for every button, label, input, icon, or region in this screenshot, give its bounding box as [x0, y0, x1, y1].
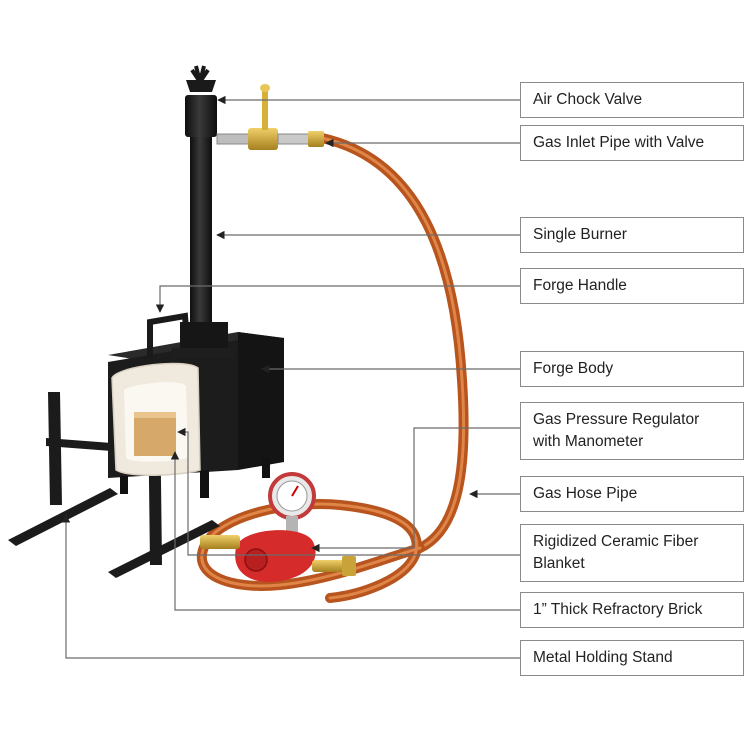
label-air-chock-valve: Air Chock Valve [520, 82, 744, 118]
gas-inlet-valve [216, 84, 324, 150]
single-burner [172, 65, 234, 358]
label-text: Gas Hose Pipe [533, 485, 638, 502]
label-text: 1” Thick Refractory Brick [533, 601, 703, 618]
label-text: Gas Pressure Regulator with Manometer [533, 411, 700, 450]
label-single-burner: Single Burner [520, 217, 744, 253]
label-text: Forge Body [533, 360, 614, 377]
label-text: Forge Handle [533, 277, 627, 294]
label-text: Gas Inlet Pipe with Valve [533, 134, 705, 151]
leader-lines [61, 95, 520, 659]
label-gas-inlet-pipe: Gas Inlet Pipe with Valve [520, 125, 744, 161]
forge-opening [111, 362, 201, 476]
label-metal-holding-stand: Metal Holding Stand [520, 640, 744, 676]
label-text: Air Chock Valve [533, 91, 643, 108]
gas-hose [196, 133, 469, 603]
label-forge-handle: Forge Handle [520, 268, 744, 304]
label-gas-hose-pipe: Gas Hose Pipe [520, 476, 744, 512]
label-refractory-brick: 1” Thick Refractory Brick [520, 592, 744, 628]
label-text: Rigidized Ceramic Fiber Blanket [533, 533, 699, 572]
pressure-regulator [200, 472, 356, 582]
label-gas-pressure-regulator: Gas Pressure Regulator with Manometer [520, 402, 744, 460]
label-ceramic-fiber-blanket: Rigidized Ceramic Fiber Blanket [520, 524, 744, 582]
refractory-brick-shape [134, 412, 176, 456]
label-text: Single Burner [533, 226, 627, 243]
label-forge-body: Forge Body [520, 351, 744, 387]
label-text: Metal Holding Stand [533, 649, 673, 666]
